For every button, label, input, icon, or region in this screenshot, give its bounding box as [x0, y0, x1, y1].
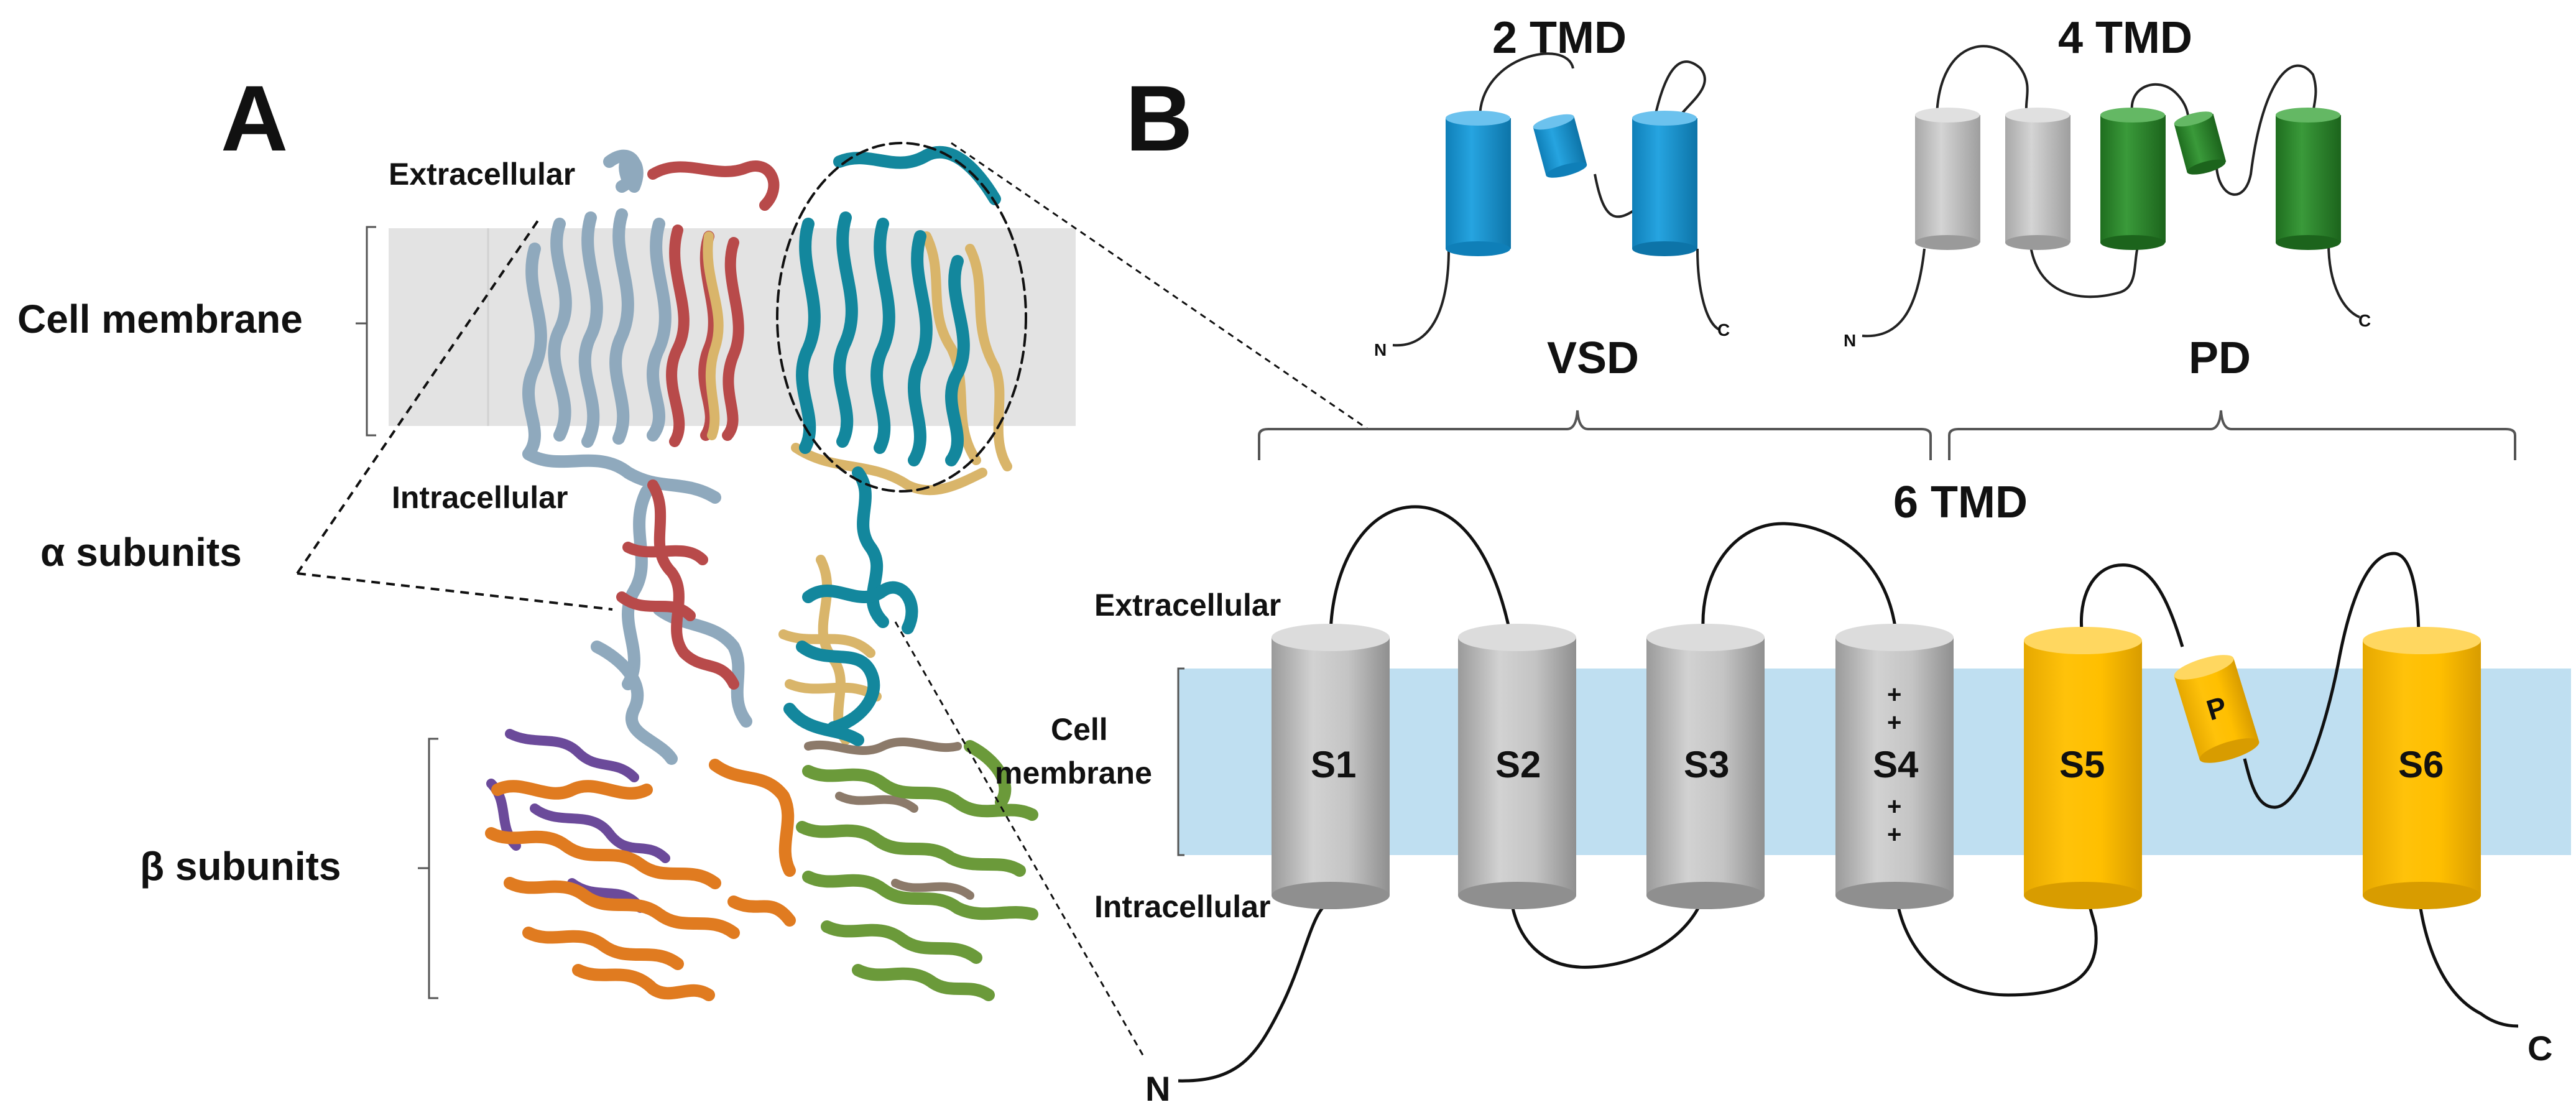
- two-tmd-n: N: [1374, 340, 1387, 359]
- segment-s5: S5: [2024, 627, 2142, 909]
- highlight-ellipse: [776, 142, 1027, 493]
- s4-charge-1: +: [1887, 681, 1901, 708]
- panel-a-letter: A: [221, 66, 288, 170]
- s3-label: S3: [1684, 744, 1729, 785]
- segment-s6: S6: [2363, 627, 2481, 909]
- two-tmd-diagram: 2 TMD N C VSD: [1374, 13, 1730, 383]
- s6-label: S6: [2398, 744, 2444, 785]
- beta-subunit-brown: [804, 737, 974, 900]
- zoom-lines: [894, 142, 1369, 1058]
- six-tmd-cell-label: Cell: [1051, 712, 1108, 747]
- vsd-label: VSD: [1547, 333, 1639, 383]
- six-tmd-n: N: [1145, 1069, 1170, 1108]
- six-tmd-diagram: 6 TMD Extracellular Intracellular Cell m…: [995, 478, 2571, 1108]
- panel-b: B 2 TMD N C VSD 4 TMD: [995, 13, 2571, 1108]
- four-tmd-chain: [1862, 45, 2360, 338]
- pore-loop: P: [2174, 655, 2260, 763]
- six-tmd-title: 6 TMD: [1893, 478, 2028, 527]
- alpha-subunits-label: α subunits: [40, 530, 242, 575]
- s5-label: S5: [2059, 744, 2105, 785]
- s4-charge-4: +: [1887, 821, 1901, 848]
- four-tmd-diagram: 4 TMD N C PD: [1844, 13, 2371, 383]
- beta-subunit-orange: [485, 759, 796, 1001]
- s4-charge-2: +: [1887, 709, 1901, 736]
- cell-membrane-bracket: [366, 226, 376, 437]
- four-tmd-c: C: [2358, 311, 2371, 330]
- vsd-bracket: [1258, 410, 1932, 460]
- panel-a-intracellular-label: Intracellular: [392, 480, 568, 515]
- alpha-subunit-slate: [522, 149, 752, 765]
- six-tmd-extracellular: Extracellular: [1094, 588, 1281, 622]
- segment-s3: S3: [1646, 624, 1765, 909]
- alpha-pointer-lines: [296, 220, 613, 611]
- two-tmd-c: C: [1717, 320, 1730, 340]
- panel-b-letter: B: [1125, 66, 1193, 170]
- six-tmd-intracellular: Intracellular: [1094, 889, 1270, 924]
- segment-s2: S2: [1458, 624, 1576, 909]
- segment-s1: S1: [1272, 624, 1390, 909]
- s4-charge-3: +: [1887, 793, 1901, 820]
- beta-subunits-bracket: [428, 738, 438, 999]
- s2-label: S2: [1495, 744, 1541, 785]
- panel-a-extracellular-label: Extracellular: [389, 157, 575, 192]
- two-tmd-chain: [1392, 52, 1720, 347]
- pd-bracket: [1948, 410, 2516, 460]
- beta-subunits-label: β subunits: [140, 844, 341, 889]
- membrane-bracket-b: [1177, 667, 1184, 856]
- panel-a-cell-membrane-label: Cell membrane: [17, 297, 303, 341]
- alpha-subunit-tan: [703, 231, 1012, 745]
- s4-label: S4: [1873, 744, 1919, 785]
- four-tmd-n: N: [1844, 331, 1856, 350]
- beta-subunit-green: [796, 740, 1038, 1001]
- six-tmd-membrane-label: membrane: [995, 756, 1152, 790]
- segment-s4: S4 + + + +: [1835, 624, 1954, 909]
- six-tmd-c: C: [2528, 1029, 2552, 1068]
- protein-structure: [485, 142, 1038, 1001]
- pd-label: PD: [2189, 333, 2251, 383]
- alpha-subunit-teal: [783, 146, 1001, 746]
- panel-a: A Extracellular Intracellular Cell membr…: [17, 66, 1369, 1058]
- four-tmd-title: 4 TMD: [2058, 13, 2192, 63]
- six-tmd-chain: [1178, 505, 2519, 1083]
- s1-label: S1: [1311, 744, 1356, 785]
